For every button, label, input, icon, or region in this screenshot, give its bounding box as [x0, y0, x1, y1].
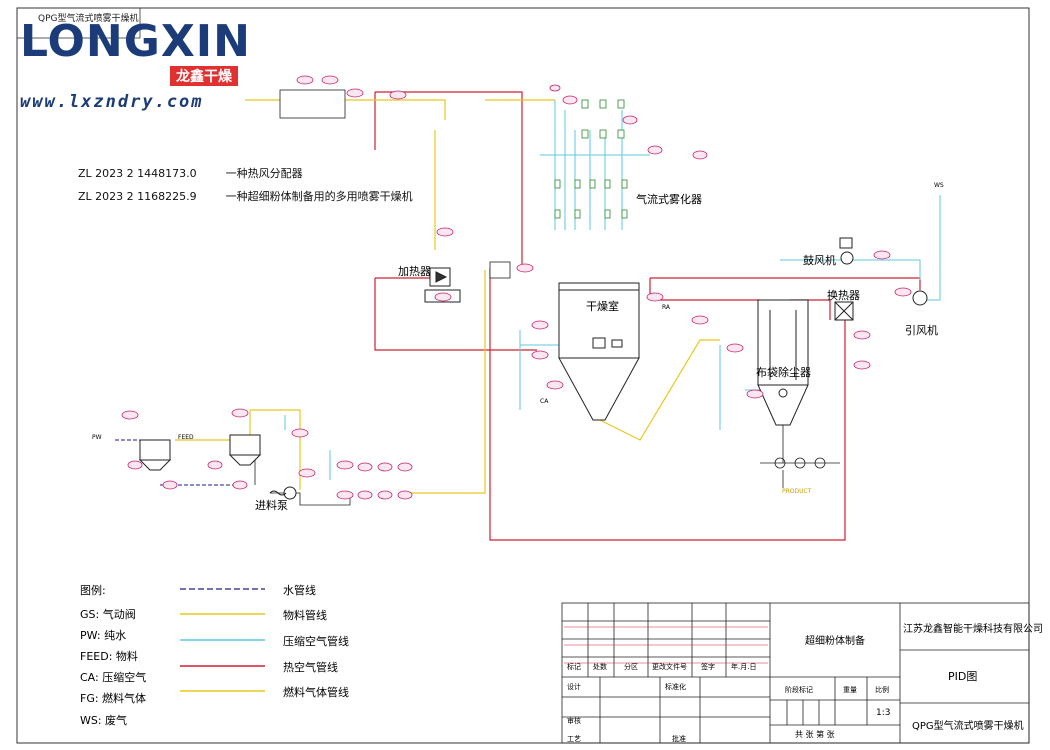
tb-scale: 1:3 [876, 708, 891, 718]
legend-symbol-pw: PW: 纯水 [80, 629, 127, 642]
legend-title: 图例: [80, 584, 106, 597]
tag-product: PRODUCT [782, 488, 812, 495]
material-lines [175, 99, 720, 494]
legend-line-material: 物料管线 [283, 609, 327, 622]
tag-ca: CA [540, 398, 549, 405]
tb-drawing-type: PID图 [948, 670, 978, 683]
heat-exchanger [834, 301, 854, 321]
logo-url: www.lxzndry.com [20, 92, 204, 112]
tb-process: 工艺 [567, 735, 581, 743]
legend-line-water: 水管线 [283, 584, 316, 597]
title-block [561, 602, 1030, 744]
tb-weight: 重量 [843, 686, 857, 694]
blower-symbol [840, 251, 854, 265]
tb-header-count: 处数 [593, 663, 607, 671]
patent-2-number: ZL 2023 2 1168225.9 [78, 190, 197, 203]
corner-title: QPG型气流式喷雾干燥机 [38, 14, 139, 24]
tb-header-sign: 签字 [701, 663, 715, 671]
label-blower: 鼓风机 [803, 254, 836, 267]
tb-company: 江苏龙鑫智能干燥科技有限公司 [903, 624, 1043, 635]
patent-1: ZL 2023 2 1448173.0 一种热风分配器 [78, 165, 303, 181]
tag-ra: RA [662, 304, 671, 311]
tb-header-change: 更改文件号 [652, 663, 687, 671]
tag-pw: PW [92, 434, 102, 441]
tb-sheets: 共 张 第 张 [795, 730, 835, 739]
bag-filter [757, 299, 809, 426]
exhaust-fan-symbol [912, 290, 928, 306]
tb-header-zone: 分区 [624, 663, 638, 671]
logo-brand-cn: 龙鑫干燥 [170, 66, 238, 86]
legend-symbol-fg: FG: 燃料气体 [80, 692, 147, 705]
tb-header-mark: 标记 [567, 663, 581, 671]
label-dryer: 干燥室 [586, 300, 619, 313]
hot-air-lines [374, 91, 921, 541]
label-bag-filter: 布袋除尘器 [756, 366, 811, 379]
legend-line-hot-air: 热空气管线 [283, 661, 338, 674]
dryer-chamber [558, 282, 640, 421]
patent-1-number: ZL 2023 2 1448173.0 [78, 167, 197, 180]
feed-tanks [138, 434, 262, 471]
tb-drawing-name: QPG型气流式喷雾干燥机 [912, 721, 1024, 732]
patent-2-name: 一种超细粉体制备用的多用喷雾干燥机 [225, 190, 413, 203]
tb-stage-mark: 阶段标记 [785, 686, 813, 694]
tb-header-date: 年.月.日 [731, 663, 757, 671]
legend-line-compressed-air: 压缩空气管线 [283, 635, 349, 648]
legend-line-fuel-gas: 燃料气体管线 [283, 686, 349, 699]
tb-approve: 批准 [672, 735, 686, 743]
legend-symbol-ca: CA: 压缩空气 [80, 671, 147, 684]
patent-2: ZL 2023 2 1168225.9 一种超细粉体制备用的多用喷雾干燥机 [78, 188, 413, 204]
legend-symbol-feed: FEED: 物料 [80, 650, 138, 663]
instrument-tags [121, 75, 912, 500]
legend-symbol-gs: GS: 气动阀 [80, 608, 136, 621]
label-exhaust-fan: 引风机 [905, 324, 938, 337]
feed-pump [269, 486, 297, 500]
tb-design: 设计 [567, 683, 581, 691]
label-feed-pump: 进料泵 [255, 499, 288, 512]
label-heat-exchanger: 换热器 [827, 289, 860, 302]
tag-ws: WS [934, 182, 944, 189]
patent-1-name: 一种热风分配器 [225, 167, 303, 180]
label-atomizer: 气流式雾化器 [636, 193, 702, 206]
logo-brand: LONGXIN [20, 16, 251, 67]
label-heater: 加热器 [398, 265, 431, 278]
legend-symbol-ws: WS: 废气 [80, 714, 128, 727]
tb-standard: 标准化 [665, 683, 686, 691]
tb-project: 超细粉体制备 [805, 636, 865, 647]
tb-ratio: 比例 [875, 686, 889, 694]
tag-feed: FEED [178, 434, 194, 441]
legend-lines [180, 588, 265, 692]
logo: LONGXIN 龙鑫干燥 www.lxzndry.com [20, 16, 251, 113]
tb-review: 审核 [567, 717, 581, 725]
